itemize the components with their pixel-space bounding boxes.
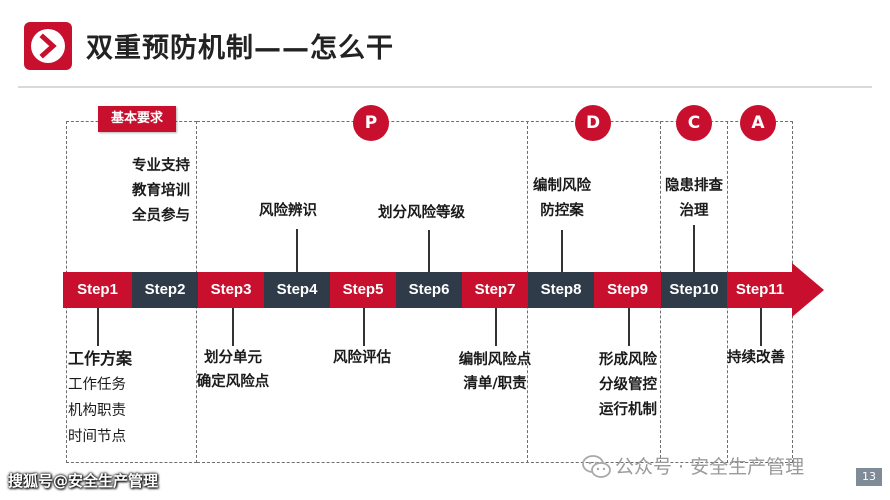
step-5: Step5 xyxy=(330,272,396,308)
label-step9: 形成风险 分级管控 运行机制 xyxy=(599,352,657,418)
phase-p: P xyxy=(353,105,389,141)
label-basic-requirements: 专业支持 教育培训 全员参与 xyxy=(132,158,190,224)
connector-step9 xyxy=(628,308,630,346)
phase-d: D xyxy=(575,105,611,141)
connector-step3 xyxy=(232,308,234,346)
label-step10: 隐患排查 治理 xyxy=(665,178,723,219)
connector-step1 xyxy=(97,308,99,346)
label-step3: 划分单元 确定风险点 xyxy=(196,350,270,390)
page-number: 13 xyxy=(856,468,882,486)
label-step6: 划分风险等级 xyxy=(378,205,465,221)
connector-step6 xyxy=(428,230,430,272)
step-2: Step2 xyxy=(132,272,198,308)
label-step7: 编制风险点 清单/职责 xyxy=(458,352,532,392)
phase-a: A xyxy=(740,105,776,141)
title-divider xyxy=(18,86,872,88)
step-4: Step4 xyxy=(264,272,330,308)
step-8: Step8 xyxy=(528,272,594,308)
connector-step5 xyxy=(363,308,365,346)
connector-step7 xyxy=(495,308,497,346)
step-11: Step11 xyxy=(727,272,793,308)
label-step1: 工作方案 工作任务 机构职责 时间节点 xyxy=(68,349,133,445)
basic-requirements-badge: 基本要求 xyxy=(98,106,176,132)
step-6: Step6 xyxy=(396,272,462,308)
connector-step8 xyxy=(561,230,563,272)
step-1: Step1 xyxy=(63,272,132,308)
step-10: Step10 xyxy=(661,272,727,308)
connector-step11 xyxy=(760,308,762,346)
connector-step4 xyxy=(296,229,298,272)
label-step4: 风险辨识 xyxy=(259,203,317,219)
step-3: Step3 xyxy=(198,272,264,308)
step-9: Step9 xyxy=(594,272,661,308)
title-arrow-icon xyxy=(24,22,72,70)
watermark-right: 公众号 · 安全生产管理 xyxy=(615,456,805,478)
phase-c: C xyxy=(676,105,712,141)
watermark-left: 搜狐号@安全生产管理 xyxy=(8,472,159,490)
connector-step10 xyxy=(693,225,695,272)
timeline-arrowhead xyxy=(792,263,824,317)
label-step5: 风险评估 xyxy=(333,350,391,366)
wechat-icon xyxy=(582,455,611,478)
label-step11: 持续改善 xyxy=(727,350,785,366)
page-title: 双重预防机制——怎么干 xyxy=(86,33,394,64)
step-7: Step7 xyxy=(462,272,528,308)
label-step8: 编制风险 防控案 xyxy=(533,178,591,219)
